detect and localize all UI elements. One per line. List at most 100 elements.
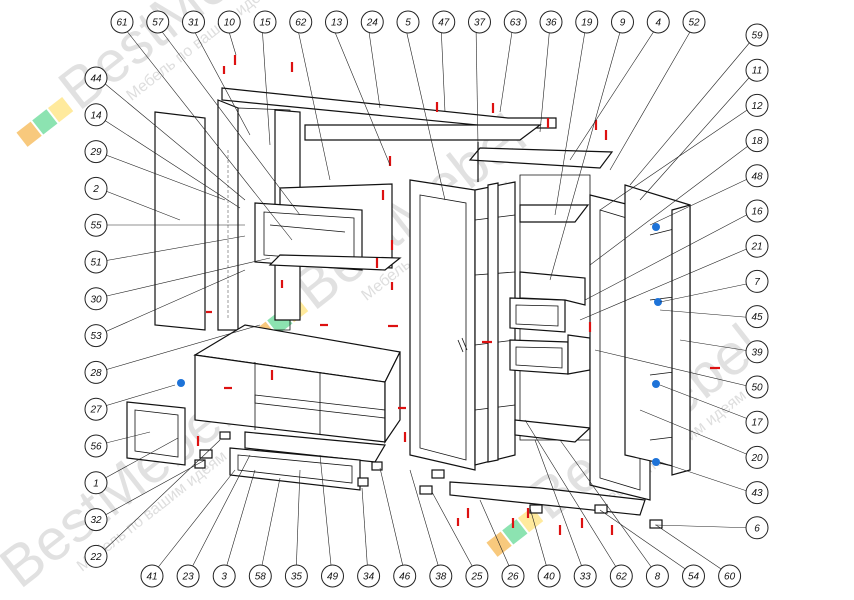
callout-circle (503, 10, 527, 34)
callout-number: 59 (751, 31, 763, 42)
callout-circle (182, 10, 205, 34)
callout-number: 53 (90, 331, 102, 342)
hardware-markers (177, 55, 720, 535)
callout-circle (682, 10, 706, 34)
callout-number: 1 (93, 478, 99, 489)
callout-circle (745, 199, 769, 223)
callout-number: 51 (90, 258, 101, 269)
callout-circle (84, 140, 108, 164)
callout-62: 62 (609, 564, 633, 588)
callout-number: 47 (438, 18, 450, 29)
callout-number: 26 (506, 572, 519, 583)
callout-number: 24 (366, 18, 379, 29)
small-glass-door-inner (134, 409, 179, 458)
callout-circle (745, 516, 769, 540)
callout-circle (84, 250, 108, 274)
callout-number: 22 (89, 552, 102, 563)
callout-circle (84, 324, 108, 348)
callout-53: 53 (84, 324, 108, 348)
bottom-drawer-front-inner (237, 454, 353, 484)
callout-number: 14 (90, 110, 102, 121)
callout-circle (609, 564, 633, 588)
tall-door-glass (419, 194, 467, 461)
callout-58: 58 (248, 564, 272, 588)
drawer-lower-box (567, 334, 591, 375)
callout-circle (357, 564, 381, 588)
callout-number: 60 (724, 572, 736, 583)
callout-55: 55 (84, 213, 108, 237)
callout-15: 15 (253, 10, 277, 34)
left-wall-edge (237, 107, 291, 331)
callout-circle (217, 10, 241, 34)
callout-circle (325, 10, 348, 34)
drawer-upper-face (515, 304, 559, 327)
callout-39: 39 (745, 340, 769, 364)
upper-cabinet-door (254, 202, 363, 271)
callout-number: 45 (751, 312, 763, 323)
callout-37: 37 (468, 10, 491, 34)
callout-21: 21 (745, 234, 769, 258)
callout-number: 39 (751, 347, 763, 358)
callout-circle (745, 129, 769, 153)
callout-number: 9 (620, 18, 626, 29)
small-glass-door (126, 401, 186, 466)
callout-number: 50 (751, 383, 763, 394)
callout-circle (360, 10, 384, 34)
parts (126, 87, 691, 529)
callout-circle (212, 564, 236, 588)
callout-number: 8 (655, 572, 661, 583)
callout-44: 44 (84, 66, 108, 90)
callout-circle (140, 564, 164, 588)
callout-number: 13 (331, 18, 343, 29)
callout-circle (84, 287, 108, 311)
callout-number: 43 (751, 488, 763, 499)
callout-49: 49 (321, 564, 344, 588)
callout-circle (253, 10, 277, 34)
callout-number: 29 (89, 147, 102, 158)
callout-47: 47 (432, 10, 456, 34)
callout-circle (289, 10, 313, 34)
callout-circle (745, 164, 769, 188)
callout-2: 2 (84, 176, 108, 200)
drawer-upper (509, 297, 566, 333)
callout-circle (745, 481, 769, 505)
callout-circle (745, 234, 769, 258)
callout-number: 7 (754, 277, 760, 288)
callout-38: 38 (429, 564, 453, 588)
callout-52: 52 (682, 10, 706, 34)
callout-51: 51 (84, 250, 108, 274)
callout-number: 57 (152, 18, 164, 29)
callout-circle (539, 10, 563, 34)
callout-circle (745, 23, 769, 47)
callout-circle (745, 340, 769, 364)
tv-stand-side (384, 351, 401, 444)
callout-number: 31 (188, 18, 199, 29)
callout-number: 61 (116, 18, 127, 29)
callout-number: 49 (327, 572, 339, 583)
leg-3 (357, 477, 369, 487)
leg-7 (529, 504, 543, 514)
callout-number: 62 (295, 18, 307, 29)
callout-number: 23 (182, 572, 195, 583)
leg-9 (594, 504, 608, 514)
callout-13: 13 (325, 10, 348, 34)
callout-circle (284, 564, 308, 588)
callout-circle (176, 564, 200, 588)
callout-circle (745, 269, 769, 293)
callout-circle (84, 66, 108, 90)
callout-circle (745, 410, 769, 434)
callout-31: 31 (182, 10, 205, 34)
callout-number: 4 (655, 18, 661, 29)
callout-circle (84, 471, 108, 495)
callout-number: 15 (259, 18, 271, 29)
leg-10 (219, 431, 231, 440)
callout-16: 16 (745, 199, 769, 223)
leg-4 (371, 461, 383, 471)
callout-41: 41 (140, 564, 164, 588)
callout-63: 63 (503, 10, 527, 34)
callout-circle (646, 10, 670, 34)
callout-number: 20 (750, 453, 763, 464)
callout-circle (745, 58, 769, 82)
callout-number: 40 (544, 572, 556, 583)
